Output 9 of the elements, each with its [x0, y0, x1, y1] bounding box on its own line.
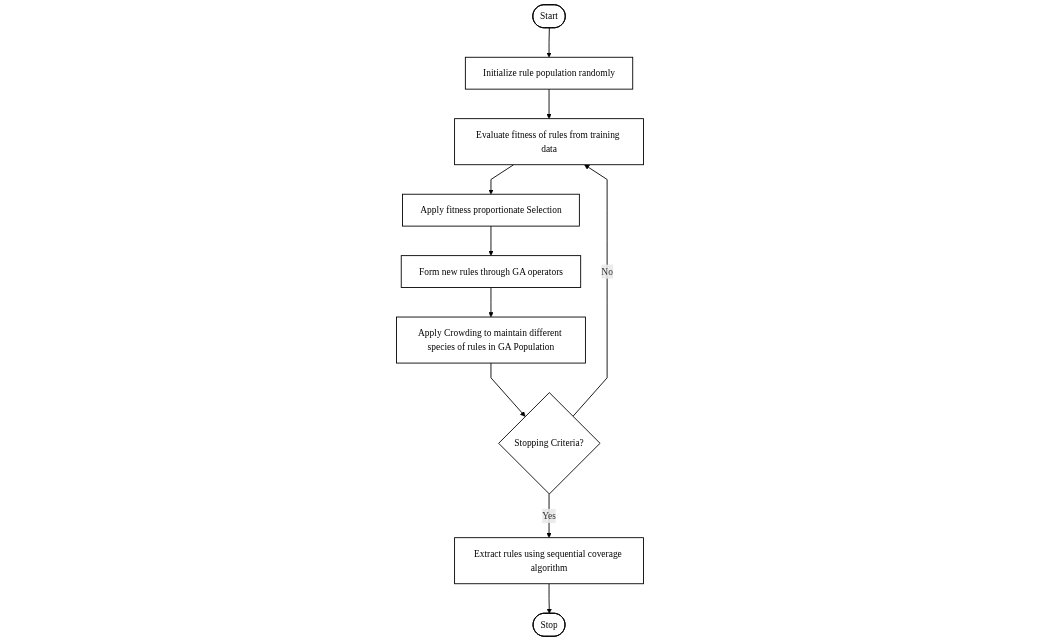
edge-label: No	[601, 266, 613, 277]
node-box: Apply fitness proportionate Selection	[402, 193, 580, 227]
node-box: Form new rules through GA operators	[400, 255, 582, 288]
node-box: Evaluate fitness of rules from training data	[454, 118, 644, 166]
node-diamond: Stopping Criteria?	[498, 392, 601, 495]
edge-label: Yes	[542, 510, 556, 521]
node-box: Apply Crowding to maintain different species of rules in GA Population	[396, 316, 586, 364]
node-box: Extract rules using sequential coverage algorithm	[454, 537, 644, 585]
node-box: Initialize rule population randomly	[464, 56, 634, 90]
